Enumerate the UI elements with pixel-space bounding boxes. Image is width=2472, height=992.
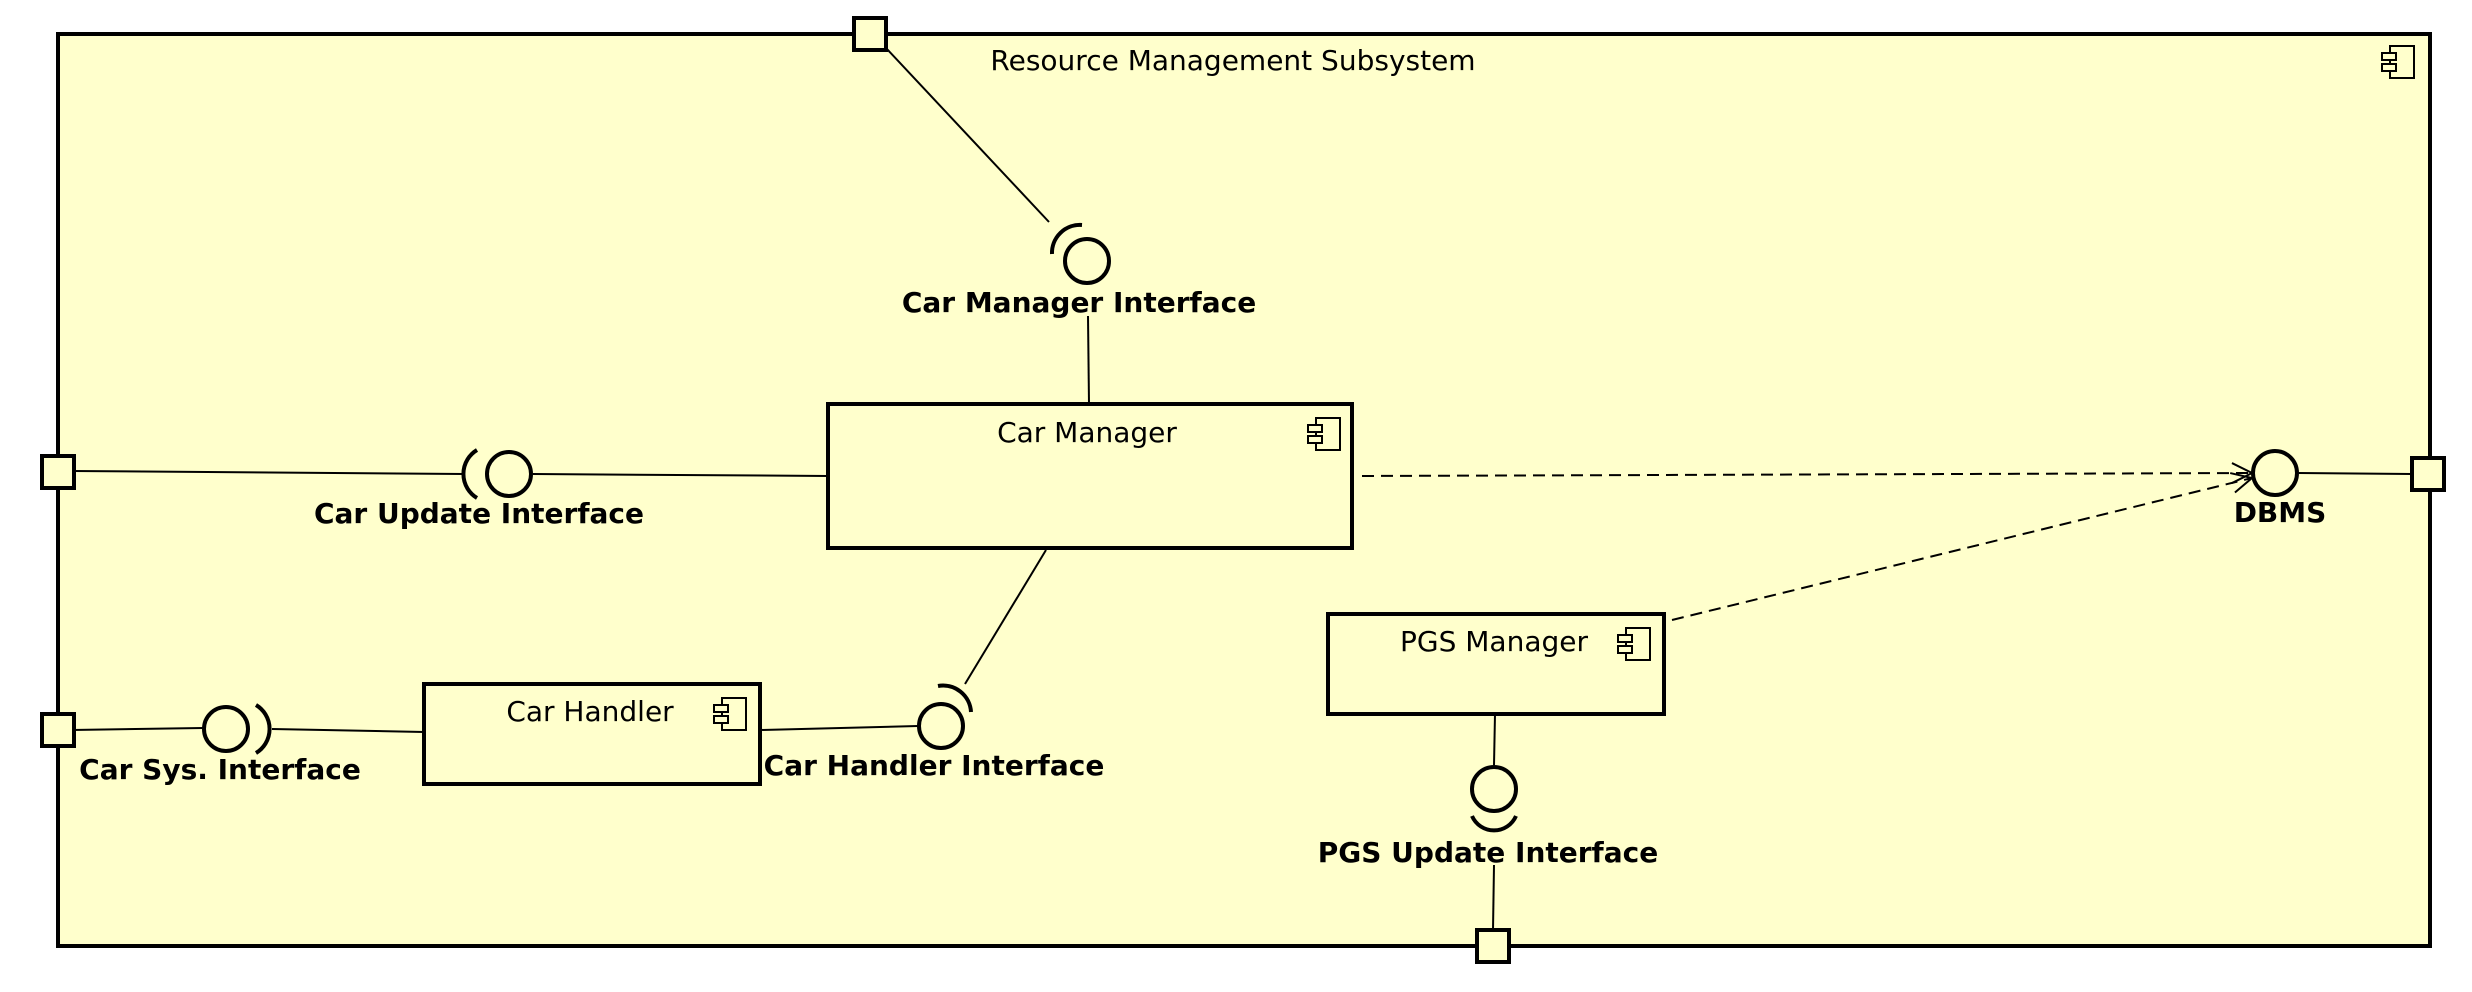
component-icon <box>1617 627 1651 661</box>
socket-icon <box>461 448 479 500</box>
car-handler-component[interactable]: Car Handler <box>422 682 762 786</box>
ball-icon <box>1470 765 1518 813</box>
connector-pgs-manager-to-pgs-update-interface <box>1493 713 1496 766</box>
car-manager-component[interactable]: Car Manager <box>826 402 1354 550</box>
car-handler-interface[interactable]: Car Handler Interface <box>764 683 1105 782</box>
component-icon <box>713 697 747 731</box>
car-handler-box <box>422 682 762 786</box>
subsystem-component-icon <box>2381 45 2415 79</box>
ball-icon <box>1063 237 1111 285</box>
ports <box>40 16 2446 964</box>
car-handler-label: Car Handler <box>506 695 674 728</box>
pgs-manager-component[interactable]: PGS Manager <box>1326 612 1666 716</box>
port-bottom[interactable] <box>1475 928 1511 964</box>
dbms-interface[interactable]: DBMS <box>2234 449 2327 529</box>
connector-car-sys-interface-to-car-handler <box>271 728 425 733</box>
connector-left-port-to-car-sys-interface <box>71 727 204 731</box>
ball-icon <box>2251 449 2299 497</box>
ball-icon <box>202 705 250 753</box>
car-manager-box <box>826 402 1354 550</box>
socket-icon <box>254 703 272 755</box>
dbms-label: DBMS <box>2234 496 2327 529</box>
connector-car-handler-interface-to-car-manager <box>964 549 1047 685</box>
car-manager-interface-label: Car Manager Interface <box>902 286 1256 319</box>
pgs-update-interface[interactable]: PGS Update Interface <box>1318 765 1658 869</box>
dependency-car-manager-to-dbms <box>1361 473 2252 476</box>
connector-top-port-to-car-manager-interface <box>885 47 1050 223</box>
connector-car-update-interface-to-car-manager <box>532 473 829 477</box>
car-update-interface[interactable]: Car Update Interface <box>314 448 644 530</box>
car-manager-label: Car Manager <box>997 416 1177 449</box>
car-handler-interface-label: Car Handler Interface <box>764 749 1105 782</box>
car-sys-interface[interactable]: Car Sys. Interface <box>79 703 361 786</box>
subsystem-title: Resource Management Subsystem <box>990 44 1475 77</box>
car-manager-interface[interactable]: Car Manager Interface <box>902 222 1256 319</box>
port-left-upper[interactable] <box>40 454 76 490</box>
car-update-interface-label: Car Update Interface <box>314 497 644 530</box>
car-sys-interface-label: Car Sys. Interface <box>79 753 361 786</box>
connector-dbms-to-right-port <box>2297 472 2413 475</box>
pgs-manager-label: PGS Manager <box>1400 625 1588 658</box>
connectors <box>71 47 2413 931</box>
socket-icon <box>1470 815 1518 833</box>
component-icon <box>1307 417 1341 451</box>
port-right[interactable] <box>2410 456 2446 492</box>
pgs-manager-box <box>1326 612 1666 716</box>
dependency-pgs-manager-to-dbms <box>1671 478 2252 621</box>
port-left-lower[interactable] <box>40 712 76 748</box>
ball-icon <box>485 450 533 498</box>
connector-car-manager-interface-to-car-manager <box>1087 315 1090 405</box>
port-top[interactable] <box>852 16 888 52</box>
connector-pgs-update-interface-to-bottom-port <box>1492 864 1495 931</box>
connector-car-handler-to-car-handler-interface <box>759 725 919 731</box>
socket-icon <box>1049 222 1083 255</box>
socket-icon <box>937 683 973 713</box>
connector-left-port-to-car-update-interface <box>71 470 465 475</box>
pgs-update-interface-label: PGS Update Interface <box>1318 836 1658 869</box>
ball-icon <box>917 702 965 750</box>
